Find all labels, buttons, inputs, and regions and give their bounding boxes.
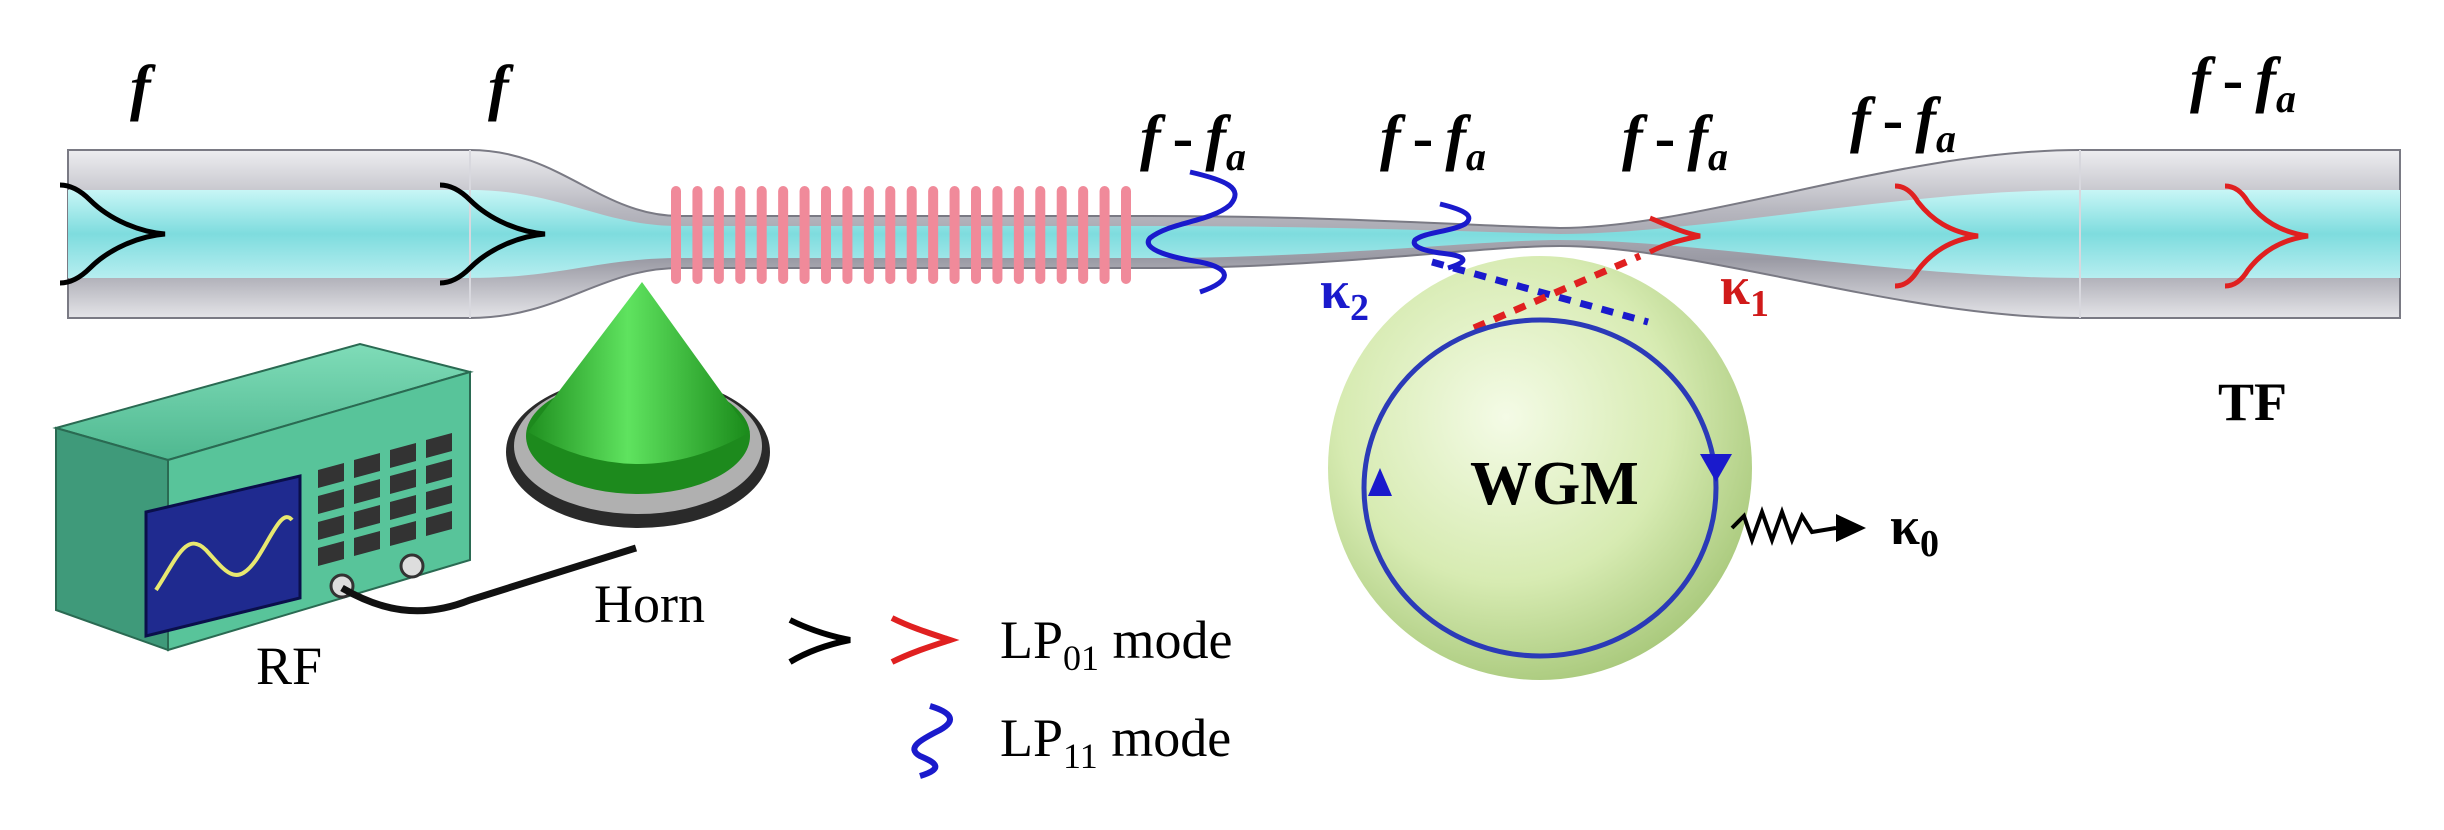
rf-button: [426, 485, 452, 510]
lp11-mode-1: [1145, 169, 1238, 295]
tapered-fiber: [67, 149, 2401, 319]
wgm-resonator: WGM: [1328, 252, 1752, 680]
grating-stripe: [756, 186, 767, 284]
rf-button: [318, 463, 344, 488]
grating-stripe: [1013, 186, 1024, 284]
rf-button: [390, 469, 416, 494]
rf-button: [426, 511, 452, 536]
wgm-arrow-up: [1368, 468, 1392, 496]
coupling-kappa1-path: [1472, 252, 1642, 332]
legend-lp11-icon: [911, 703, 953, 779]
grating-stripe: [928, 186, 939, 284]
label-kappa0: κ0: [1890, 496, 1939, 565]
label-f-minus-fa-3: f-fa: [1622, 104, 1728, 179]
lp01-input-mode-2: [439, 182, 546, 286]
lp01-output-mode-1: [1648, 215, 1701, 255]
label-f-minus-fa-2: f-fa: [1380, 104, 1486, 179]
rf-button: [318, 541, 344, 566]
wgm-mode-circle: [1361, 317, 1719, 659]
rf-button: [390, 521, 416, 546]
rf-waveform: [154, 515, 294, 592]
grating-stripe: [1035, 186, 1046, 284]
label-kappa1: κ1: [1720, 256, 1769, 325]
label-f-input-1: f: [130, 54, 156, 122]
grating-stripe: [778, 186, 789, 284]
grating-stripe: [1078, 186, 1089, 284]
label-horn: Horn: [594, 574, 705, 634]
grating-stripe: [842, 186, 853, 284]
horn-cone: [528, 282, 750, 464]
rf-button-grid: [318, 433, 452, 566]
grating-stripe: [821, 186, 831, 284]
legend-lp11-label: LP11 mode: [1000, 708, 1231, 776]
label-rf: RF: [256, 636, 322, 696]
label-kappa2: κ2: [1320, 260, 1369, 329]
loss-channel: κ0: [1730, 496, 1939, 565]
rf-button: [390, 495, 416, 520]
rf-button: [354, 453, 380, 478]
rf-generator: RF: [52, 342, 474, 696]
lp01-output-mode-2: [1894, 183, 1979, 289]
rf-cable: [340, 544, 638, 615]
loss-arrow-head: [1836, 514, 1866, 542]
rf-button: [426, 459, 452, 484]
legend-lp01-label: LP01 mode: [1000, 610, 1233, 678]
label-f-minus-fa-1: f-fa: [1140, 104, 1246, 179]
label-wgm: WGM: [1470, 450, 1639, 518]
rf-button: [318, 489, 344, 514]
grating-stripe: [1121, 186, 1131, 284]
label-tf: TF: [2218, 372, 2287, 432]
horn-antenna: Horn: [506, 282, 770, 634]
rf-knob-2: [399, 553, 425, 579]
lp01-output-mode-3: [2224, 183, 2309, 289]
grating-stripe: [799, 186, 810, 284]
grating-stripe: [735, 186, 746, 284]
grating-stripe: [906, 186, 917, 284]
grating-stripe: [992, 186, 1003, 284]
grating-stripe: [692, 186, 703, 284]
grating-stripe: [1056, 186, 1067, 284]
rf-screen: [144, 474, 302, 638]
grating-stripe: [885, 186, 896, 284]
rf-button: [390, 443, 416, 468]
acoustic-grating: [671, 186, 1131, 284]
rf-button: [354, 505, 380, 530]
loss-squiggle: [1730, 506, 1837, 547]
mode-profiles: [59, 169, 2309, 295]
lp01-input-mode-1: [59, 182, 166, 286]
resonator-sphere: [1328, 256, 1752, 680]
grating-stripe: [671, 186, 681, 284]
label-f-input-2: f: [488, 54, 514, 122]
rf-button: [354, 479, 380, 504]
legend: LP01 mode LP11 mode: [788, 610, 1233, 779]
grating-stripe: [713, 186, 724, 284]
grating-stripe: [949, 186, 960, 284]
grating-stripe: [863, 186, 874, 284]
rf-button: [426, 433, 452, 458]
label-f-minus-fa-4: f-fa: [1850, 86, 1956, 161]
grating-stripe: [1099, 186, 1110, 284]
grating-stripe: [971, 186, 981, 284]
wgm-arrow-down: [1700, 454, 1732, 482]
rf-button: [318, 515, 344, 540]
label-f-minus-fa-5: f-fa: [2190, 46, 2296, 121]
legend-lp01-red-icon: [890, 615, 960, 665]
lp11-mode-2: [1411, 201, 1472, 271]
fiber-core: [68, 190, 2400, 278]
rf-button: [354, 531, 380, 556]
legend-lp01-black-icon: [788, 617, 851, 665]
coupling-kappa2-path: [1431, 258, 1649, 326]
